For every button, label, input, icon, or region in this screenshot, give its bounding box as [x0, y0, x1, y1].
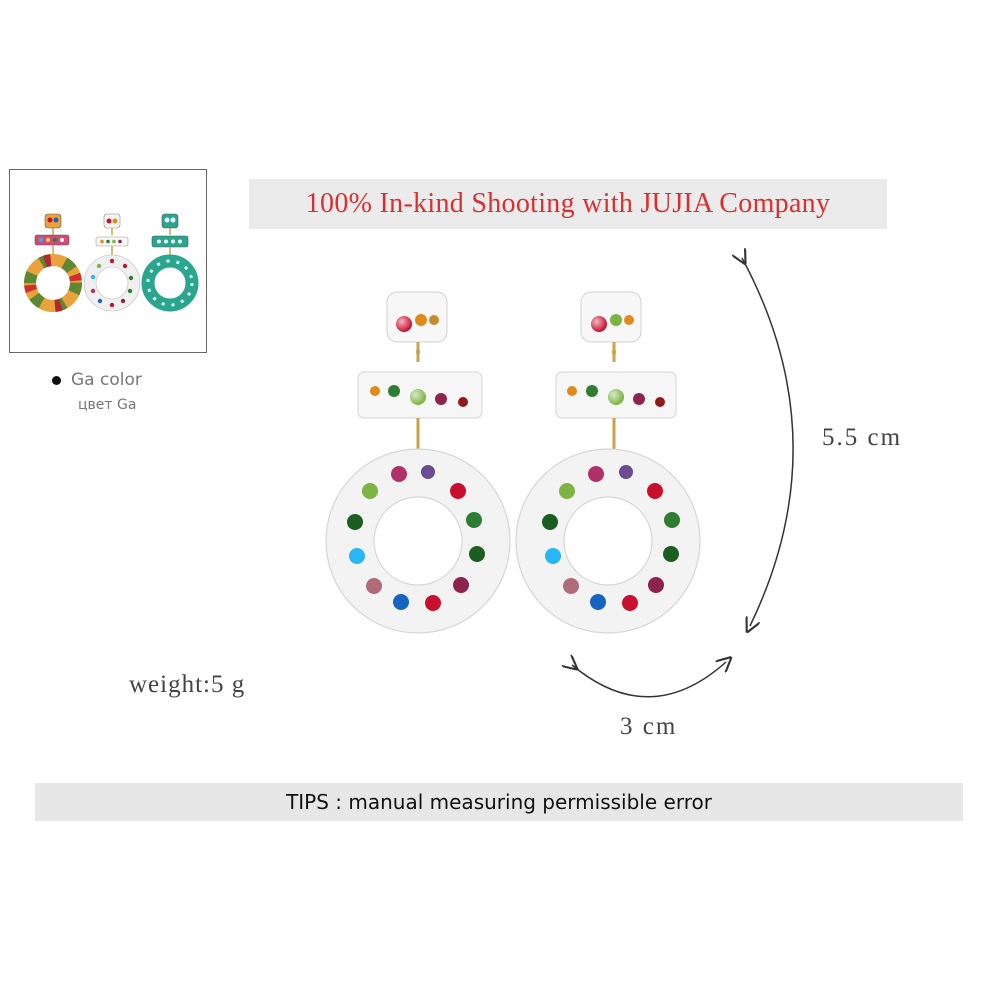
earring-variants-illustration: [24, 213, 199, 312]
weight-label: weight:5 g: [129, 671, 246, 698]
width-arrow: [572, 662, 726, 698]
height-measurement: 5.5 cm: [822, 424, 903, 451]
earring-right: [515, 291, 701, 634]
width-measurement: 3 cm: [620, 713, 678, 740]
in-kind-banner: 100% In-kind Shooting with JUJIA Company: [249, 179, 887, 229]
color-label-ru: цвет Ga: [78, 397, 137, 413]
height-arrow: [742, 258, 794, 626]
color-option[interactable]: Ga color: [52, 370, 142, 390]
tips-text: TIPS : manual measuring permissible erro…: [286, 790, 712, 814]
variant-multicolor-earring: [24, 213, 82, 312]
variant-clear-earring: [83, 213, 141, 312]
color-dot-icon: [52, 375, 61, 385]
earring-left: [325, 291, 511, 634]
variant-thumbnail[interactable]: [9, 169, 207, 353]
tips-bar: TIPS : manual measuring permissible erro…: [35, 783, 963, 821]
banner-text: 100% In-kind Shooting with JUJIA Company: [305, 188, 831, 219]
color-label: Ga color: [71, 370, 142, 390]
variant-teal-earring: [141, 213, 199, 312]
